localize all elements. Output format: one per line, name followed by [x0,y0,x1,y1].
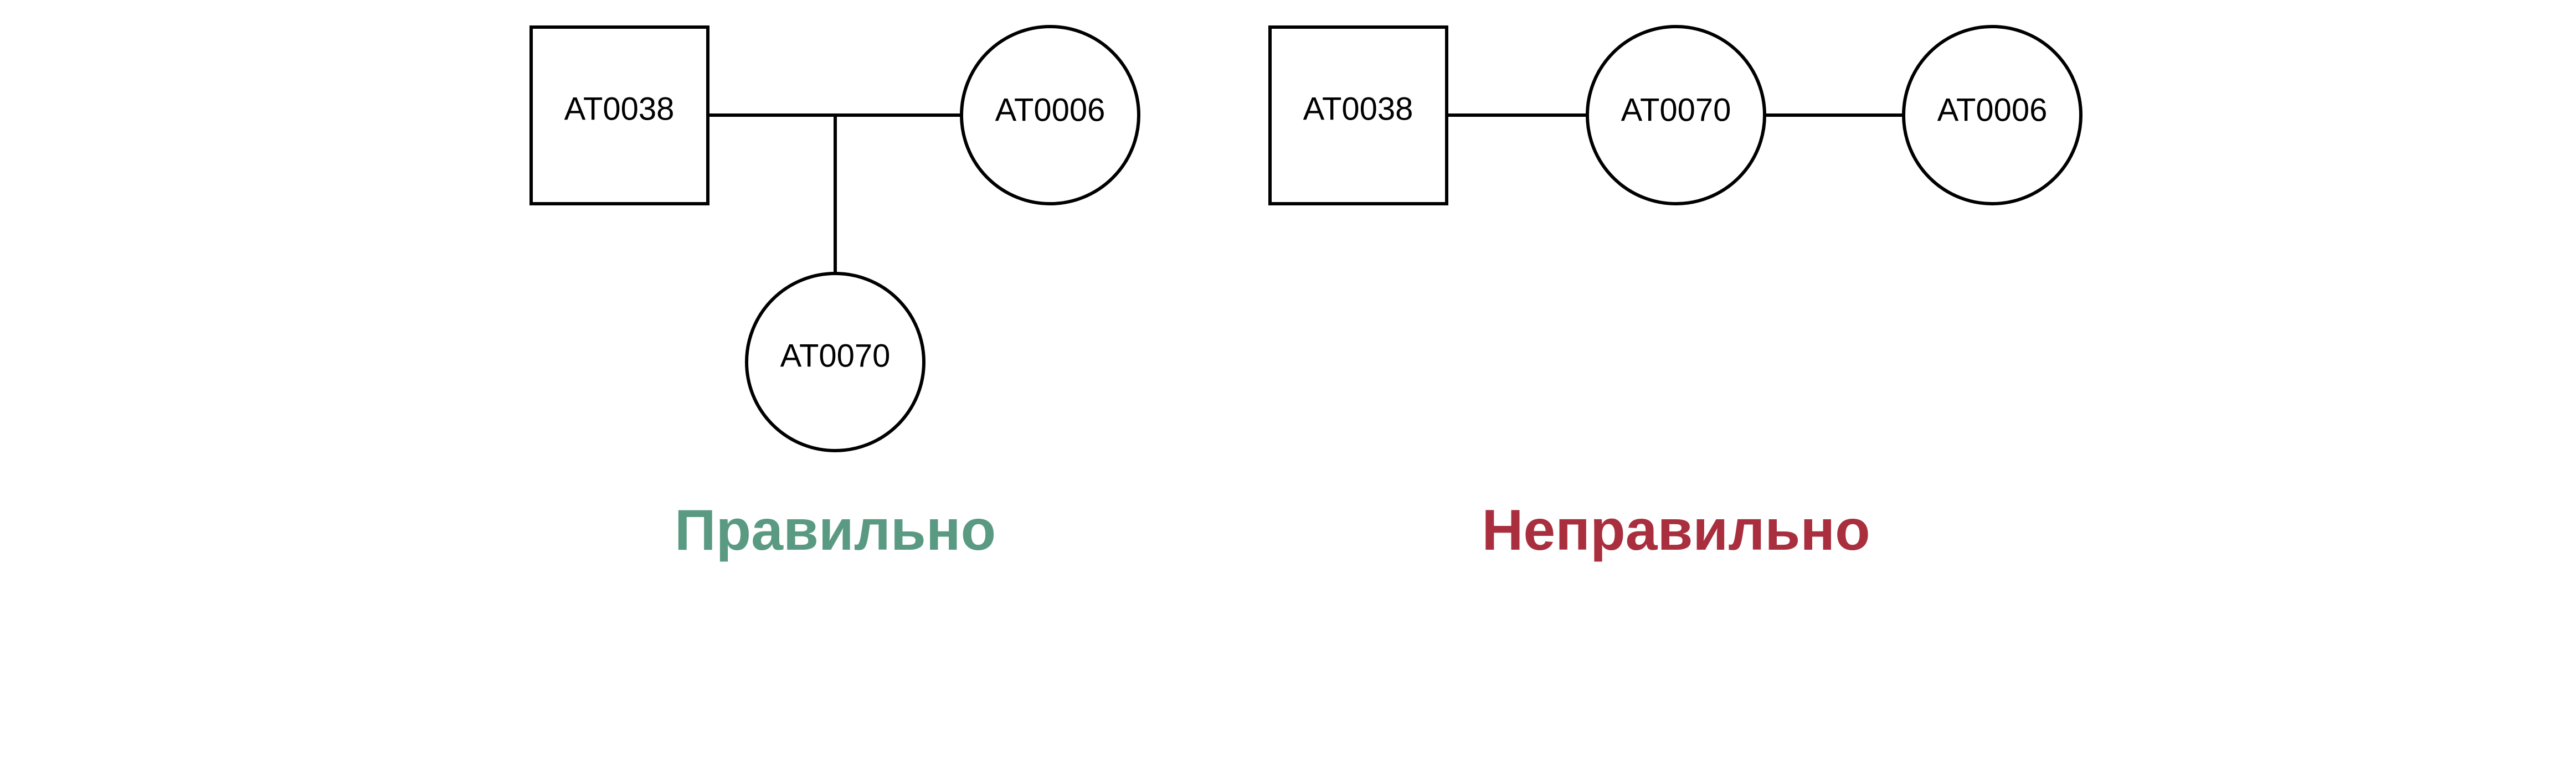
correct-caption: Правильно [675,498,996,562]
square-node [529,25,709,205]
node-label: AT0038 [1303,91,1413,127]
correct-variant: AT0038 AT0006 AT0070 Правильно [529,25,1140,562]
correct-node-male: AT0038 [529,25,709,205]
incorrect-node-male: AT0038 [1268,25,1448,205]
circle-node [960,25,1140,205]
node-label: AT0006 [1937,92,2048,128]
incorrect-node-female-right: AT0006 [1902,25,2083,205]
correct-node-female-right: AT0006 [960,25,1140,205]
incorrect-variant: AT0038 AT0070 AT0006 Неправильно [1268,25,2083,562]
node-label: AT0038 [564,91,675,127]
circle-node [1586,25,1766,205]
square-node [1268,25,1448,205]
node-label: AT0070 [780,338,891,374]
incorrect-node-female-middle: AT0070 [1586,25,1766,205]
incorrect-caption: Неправильно [1482,498,1870,562]
correct-node-female-bottom: AT0070 [745,272,925,452]
circle-node [745,272,925,452]
node-label: AT0070 [1621,92,1731,128]
circle-node [1902,25,2083,205]
node-label: AT0006 [995,92,1106,128]
